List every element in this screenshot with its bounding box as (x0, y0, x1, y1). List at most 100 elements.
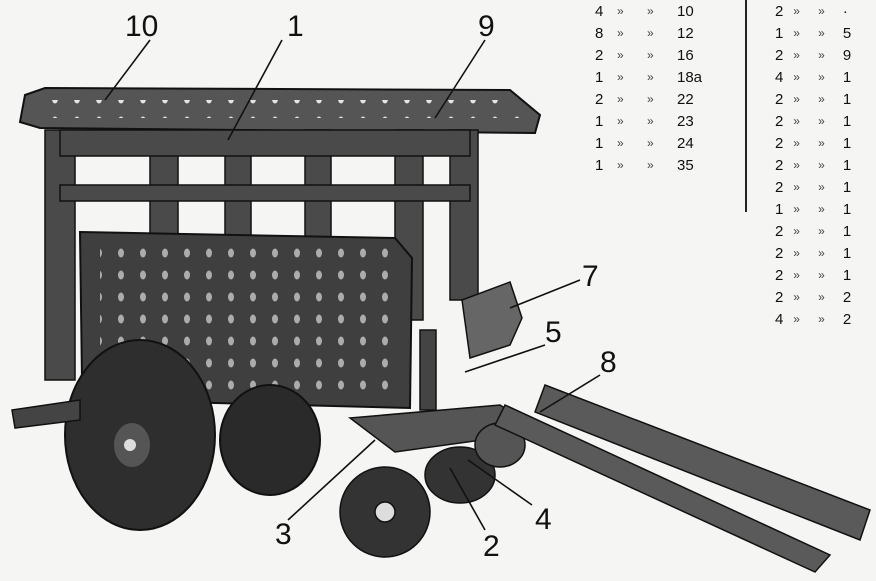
parts-row: 2»»1 (775, 264, 876, 286)
callout-9: 9 (478, 10, 495, 43)
parts-row: 8»»12 (595, 22, 717, 44)
ditto: » (818, 158, 825, 172)
parts-row: 2 » » 1 (775, 154, 876, 176)
parts-row: 4»»2 (775, 308, 876, 330)
ditto: » (818, 268, 825, 282)
qty: 2 (775, 134, 784, 152)
qty: 2 (775, 288, 784, 306)
leader-lines (104, 39, 601, 531)
qty: 1 (775, 200, 784, 218)
ditto: » (617, 48, 624, 62)
parts-row: 2»»22 (595, 88, 717, 110)
callout-2: 2 (483, 530, 500, 563)
part-number: 2 (842, 288, 852, 306)
rear-wheel-right (219, 384, 321, 496)
qty: 2 (775, 90, 784, 108)
qty: 2 (595, 46, 604, 64)
parts-row: 1»»1 (775, 198, 876, 220)
qty: 2 (595, 90, 604, 108)
part-number: 10 (677, 2, 694, 20)
parts-list-left: 4»»10 8»»12 2»»16 1»»18a 2»»22 1»»23 1»»… (595, 0, 717, 176)
parts-row: 2»»1 (775, 176, 876, 198)
ditto: » (818, 26, 825, 40)
shafts (493, 384, 871, 573)
ditto: » (793, 48, 800, 62)
ditto: » (793, 180, 800, 194)
part-number: 1 (842, 156, 852, 174)
parts-row: 2»»2 (775, 286, 876, 308)
ditto: » (647, 4, 654, 18)
parts-row: 4»»1 (775, 66, 876, 88)
ditto: » (818, 246, 825, 260)
parts-row: 2»»1 (775, 220, 876, 242)
ditto: » (647, 26, 654, 40)
ditto: » (793, 26, 800, 40)
ditto: » (617, 136, 624, 150)
part-number: · (842, 2, 848, 20)
ditto: » (793, 70, 800, 84)
qty: 1 (775, 24, 784, 42)
callout-4: 4 (535, 503, 552, 536)
ditto: » (647, 114, 654, 128)
ditto: » (793, 114, 800, 128)
part-number: 24 (677, 134, 694, 152)
ditto: » (617, 70, 624, 84)
part-number: 12 (677, 24, 694, 42)
ditto: » (818, 312, 825, 326)
ditto: » (647, 158, 654, 172)
part-number: 1 (842, 200, 852, 218)
callout-3: 3 (275, 518, 292, 551)
parts-row: 1»»5 (775, 22, 876, 44)
parts-row: 2 » » 9 (775, 44, 876, 66)
parts-row: 2»»1 (775, 88, 876, 110)
ditto: » (818, 48, 825, 62)
parts-row: 1 » » 35 (595, 154, 717, 176)
ditto: » (818, 114, 825, 128)
ditto: » (793, 268, 800, 282)
qty: 2 (775, 112, 784, 130)
qty: 2 (775, 46, 784, 64)
column-divider (745, 0, 747, 212)
ditto: » (793, 4, 800, 18)
ditto: » (818, 136, 825, 150)
ditto: » (647, 92, 654, 106)
part-number: 35 (677, 156, 694, 174)
part-number: 16 (677, 46, 694, 64)
part-number: 1 (842, 222, 852, 240)
part-number: 22 (677, 90, 694, 108)
ditto: » (647, 48, 654, 62)
ditto: » (793, 136, 800, 150)
flanged-plate (461, 281, 523, 359)
parts-row: 4»»10 (595, 0, 717, 22)
callout-8: 8 (600, 346, 617, 379)
part-number: 1 (842, 134, 852, 152)
ditto: » (793, 290, 800, 304)
parts-row: 1»»23 (595, 110, 717, 132)
parts-row: 2»»· (775, 0, 876, 22)
ditto: » (818, 180, 825, 194)
qty: 4 (775, 310, 784, 328)
qty: 4 (775, 68, 784, 86)
ditto: » (793, 246, 800, 260)
part-number: 9 (842, 46, 852, 64)
qty: 1 (595, 68, 604, 86)
ditto: » (617, 158, 624, 172)
callout-10: 10 (125, 10, 159, 43)
ditto: » (793, 158, 800, 172)
callout-5: 5 (545, 316, 562, 349)
parts-row: 1»»18a (595, 66, 717, 88)
part-number: 1 (842, 68, 852, 86)
part-number: 1 (842, 90, 852, 108)
parts-row: 2 » » 16 (595, 44, 717, 66)
parts-list-right: 2»»· 1»»5 2»»9 4»»1 2»»1 2»»1 2»»1 2»»1 … (775, 0, 876, 330)
qty: 4 (595, 2, 604, 20)
ditto: » (617, 114, 624, 128)
ditto: » (818, 202, 825, 216)
part-number: 1 (842, 178, 852, 196)
ditto: » (647, 136, 654, 150)
rear-wheel-left (64, 339, 216, 531)
qty: 2 (775, 156, 784, 174)
parts-row: 1»»24 (595, 132, 717, 154)
qty: 8 (595, 24, 604, 42)
qty: 1 (595, 156, 604, 174)
